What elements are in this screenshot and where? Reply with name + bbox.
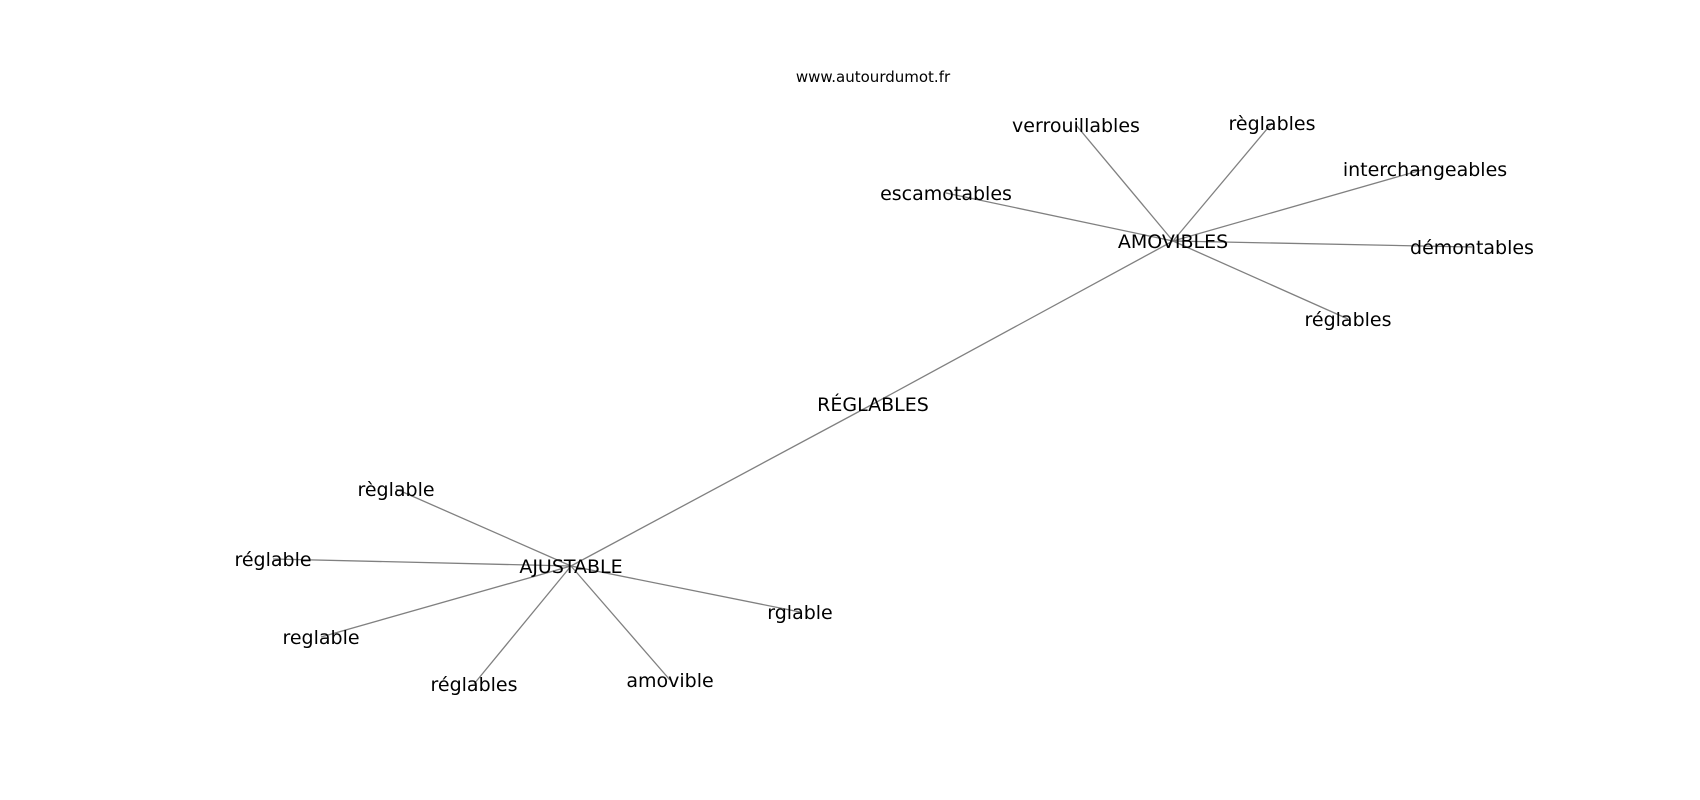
edge-center-ajustable xyxy=(570,403,874,567)
node-amovibles-reglables[interactable]: règlables xyxy=(1229,113,1316,135)
edge-amovibles-reglables xyxy=(1172,240,1349,320)
edge-amovibles-escamotables xyxy=(945,192,1174,242)
graph-labels: www.autourdumot.fr RÉGLABLES AMOVIBLES ver… xyxy=(234,68,1534,696)
node-hub-ajustable[interactable]: AJUSTABLE xyxy=(519,556,622,578)
edge-amovibles-interchangeables xyxy=(1172,168,1426,242)
edge-ajustable-reglable xyxy=(320,565,572,638)
node-ajustable-amovible[interactable]: amovible xyxy=(626,670,713,692)
node-ajustable-reglable[interactable]: règlable xyxy=(357,479,434,501)
node-amovibles-reglables[interactable]: réglables xyxy=(1305,309,1392,331)
edge-ajustable-amovible xyxy=(570,565,671,681)
node-amovibles-demontables[interactable]: démontables xyxy=(1410,237,1534,259)
edge-amovibles-reglables xyxy=(1172,122,1273,242)
edge-ajustable-rglable xyxy=(570,565,801,613)
node-amovibles-interchangeables[interactable]: interchangeables xyxy=(1343,159,1507,181)
node-ajustable-reglable[interactable]: reglable xyxy=(282,627,359,649)
edge-ajustable-reglable xyxy=(395,488,572,567)
edge-ajustable-reglable xyxy=(272,558,572,567)
node-ajustable-reglable[interactable]: réglable xyxy=(234,549,311,571)
graph-edges xyxy=(272,122,1473,685)
edge-ajustable-reglables xyxy=(473,565,572,685)
node-center[interactable]: RÉGLABLES xyxy=(817,393,929,416)
watermark: www.autourdumot.fr xyxy=(796,68,951,86)
node-ajustable-rglable[interactable]: rglable xyxy=(767,602,833,624)
node-ajustable-reglables[interactable]: réglables xyxy=(431,674,518,696)
edge-amovibles-verrouillables xyxy=(1075,124,1174,242)
node-amovibles-escamotables[interactable]: escamotables xyxy=(880,183,1012,205)
edge-center-amovibles xyxy=(872,240,1174,405)
node-hub-amovibles[interactable]: AMOVIBLES xyxy=(1118,231,1228,253)
node-amovibles-verrouillables[interactable]: verrouillables xyxy=(1012,115,1140,137)
edge-amovibles-demontables xyxy=(1172,240,1473,248)
